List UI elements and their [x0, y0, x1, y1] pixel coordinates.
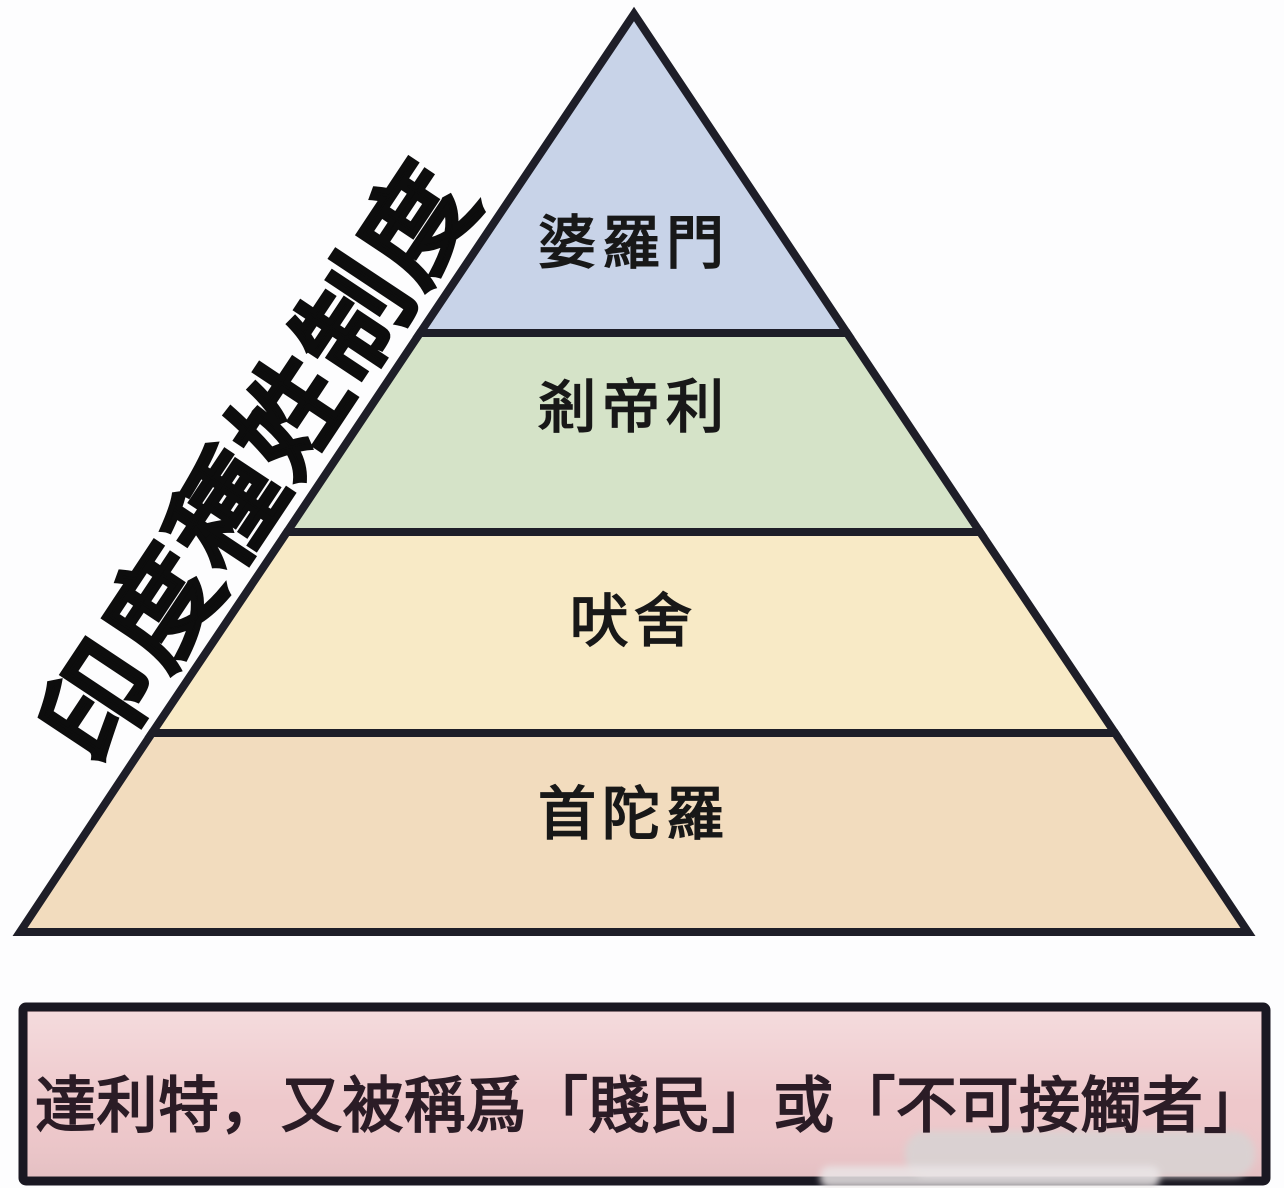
pyramid-level-1-shape: [412, 6, 855, 337]
pyramid-level-4-label: 首陀羅: [537, 780, 731, 848]
pyramid-level-3-label: 吠舍: [569, 587, 699, 655]
watermark-blur-patch-lower: [820, 1166, 1160, 1188]
pyramid-level-2-label: 剎帝利: [537, 373, 731, 441]
footnote-text: 達利特，又被稱爲「賤民」或「不可接觸者」: [35, 1070, 1266, 1142]
pyramid-level-4-shape: [12, 729, 1256, 936]
watermark-blur-patch: [905, 1131, 1255, 1177]
pyramid-level-1-label: 婆羅門: [537, 209, 731, 277]
